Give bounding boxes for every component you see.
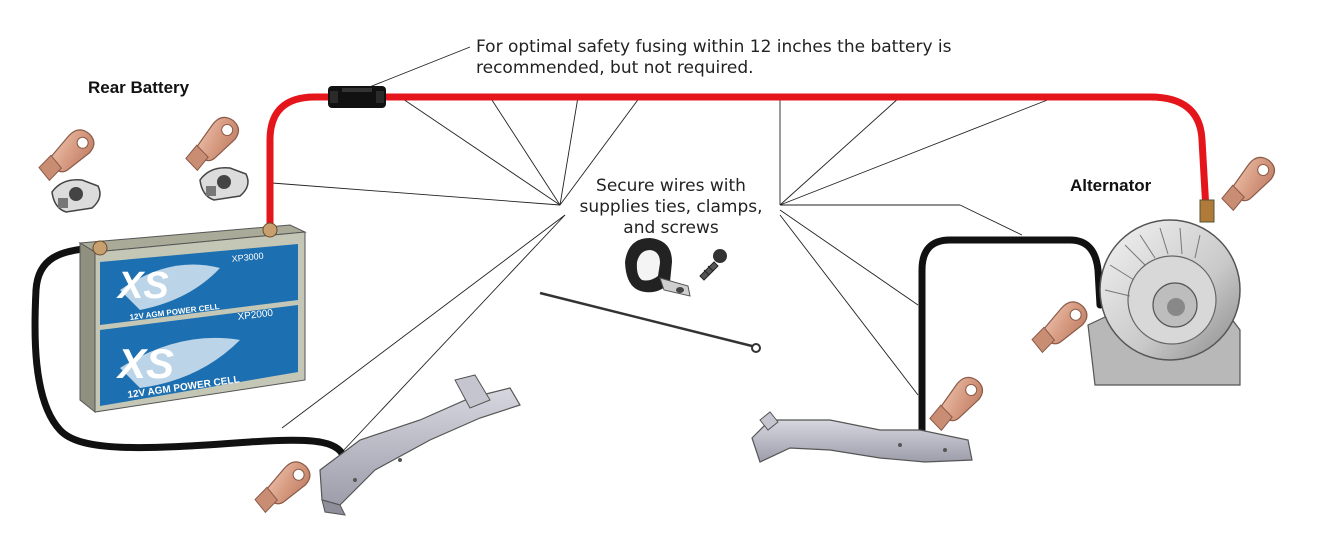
secure-wires-callout: Secure wires with supplies ties, clamps,… <box>566 176 776 239</box>
ground-cable-rear <box>31 244 352 472</box>
positive-cable <box>266 93 1210 234</box>
secure-callout-line: and screws <box>623 218 719 238</box>
leader-line <box>959 204 1023 236</box>
secure-callout-line: supplies ties, clamps, <box>579 197 763 217</box>
fuse-callout-line: For optimal safety fusing within 12 inch… <box>476 37 952 57</box>
battery-brand-top: XS <box>116 265 169 307</box>
alternator <box>1087 199 1241 386</box>
leader-line <box>559 96 579 206</box>
ring-lug-icon <box>30 124 102 183</box>
leader-line <box>489 96 561 206</box>
battery: XS XS XP3000 XP2000 12V AGM POWER CELL 1… <box>78 222 307 414</box>
terminal-clamp-icon <box>199 167 249 201</box>
battery-model-top: XP3000 <box>231 251 264 264</box>
secure-callout-line: Secure wires with <box>596 176 746 196</box>
leader-line <box>779 96 1056 206</box>
cushion-clamp-icon <box>625 238 691 297</box>
fuse-leader-line <box>361 46 471 91</box>
front-frame-bracket <box>751 411 973 463</box>
leader-line <box>271 182 561 206</box>
battery-model-side: XP2000 <box>237 308 274 323</box>
screw-icon <box>699 249 727 281</box>
leader-line <box>341 214 566 453</box>
leader-line <box>559 96 641 206</box>
rear-frame-bracket <box>319 374 521 516</box>
leader-line <box>399 96 561 206</box>
ring-lug-icon <box>1023 296 1095 355</box>
fuse-callout-line: recommended, but not required. <box>476 58 754 78</box>
alternator-label: Alternator <box>1070 176 1152 195</box>
ring-lug-icon <box>246 456 318 515</box>
ring-lug-icon <box>176 111 248 173</box>
battery-brand-side: XS <box>116 340 174 387</box>
terminal-clamp-icon <box>51 179 101 213</box>
secure-leader-lines <box>271 96 1056 453</box>
leader-line <box>779 209 919 306</box>
ring-lug-icon <box>920 371 992 433</box>
rear-battery-label: Rear Battery <box>88 78 190 97</box>
zip-tie-icon <box>539 291 761 353</box>
leader-line <box>281 214 566 429</box>
ground-cable-front <box>918 236 1104 436</box>
leader-line <box>779 96 901 206</box>
leader-line <box>779 214 919 396</box>
ring-lug-icon <box>1212 151 1284 213</box>
inline-fuse <box>328 86 386 108</box>
fuse-callout: For optimal safety fusing within 12 inch… <box>476 37 1076 79</box>
